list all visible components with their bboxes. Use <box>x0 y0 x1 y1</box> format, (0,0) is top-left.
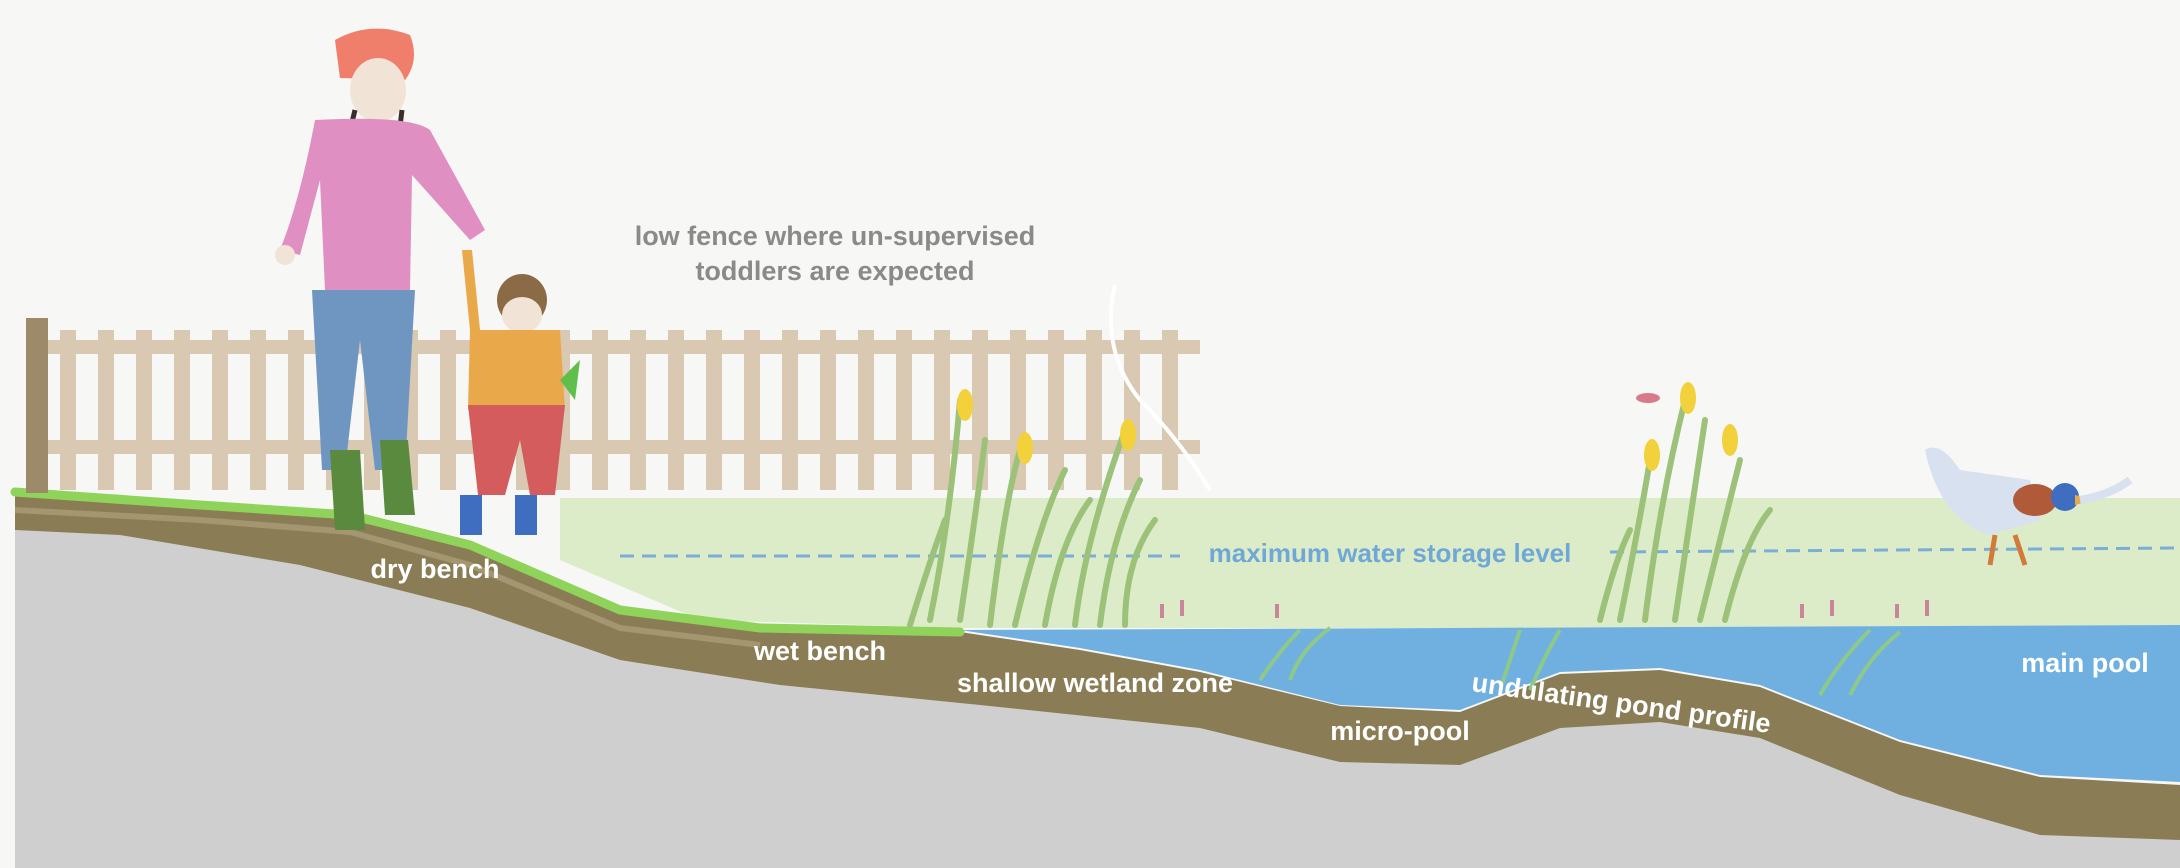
label-main-pool: main pool <box>2021 648 2149 678</box>
fence-note-line2: toddlers are expected <box>695 256 974 286</box>
grass-edge <box>10 487 965 637</box>
label-micro-pool: micro-pool <box>1330 716 1470 746</box>
fence-picket <box>592 330 608 490</box>
fence-post <box>26 318 48 493</box>
fence-note-line1: low fence where un-supervised <box>635 221 1036 251</box>
label-dry-bench: dry bench <box>370 554 499 584</box>
fence-picket <box>60 330 76 490</box>
low-fence <box>26 318 1200 493</box>
fence-picket <box>934 330 950 490</box>
fence-picket <box>250 330 266 490</box>
duck-icon <box>1925 447 2133 566</box>
toddler-figure-icon <box>460 250 580 535</box>
fence-picket <box>1086 330 1102 490</box>
fence-picket <box>896 330 912 490</box>
dragonfly-icon <box>1636 393 1660 403</box>
fence-picket <box>440 330 456 490</box>
woman-figure-icon <box>275 28 485 530</box>
reed-plant-icon-right <box>1597 397 1773 623</box>
fence-picket <box>744 330 760 490</box>
fence-picket <box>98 330 114 490</box>
submerged-plants <box>1258 626 1902 696</box>
yellow-flag-flowers <box>957 389 1136 464</box>
water-plant-tips <box>1160 600 1929 618</box>
reed-plant-icon <box>907 397 1158 628</box>
max-water-level-line-right <box>1609 546 2180 554</box>
fence-picket <box>1162 330 1178 490</box>
fence-picket <box>288 330 304 490</box>
fence-picket <box>136 330 152 490</box>
fence-picket <box>706 330 722 490</box>
fence-picket <box>858 330 874 490</box>
fence-picket <box>630 330 646 490</box>
fence-picket <box>782 330 798 490</box>
label-max-water-level: maximum water storage level <box>1209 538 1572 568</box>
label-shallow-wetland-zone: shallow wetland zone <box>957 668 1233 698</box>
fence-end-curve <box>1108 284 1212 492</box>
pond-water <box>960 625 2180 782</box>
fence-picket <box>1124 330 1140 490</box>
label-wet-bench: wet bench <box>753 636 886 666</box>
fence-picket <box>212 330 228 490</box>
ground <box>15 505 2180 868</box>
fence-picket <box>1048 330 1064 490</box>
soil-profile <box>15 492 2180 840</box>
soil-highlight <box>14 507 761 648</box>
yellow-flag-flowers-right <box>1644 382 1738 471</box>
fence-picket <box>174 330 190 490</box>
fence-picket <box>668 330 684 490</box>
fence-picket <box>820 330 836 490</box>
